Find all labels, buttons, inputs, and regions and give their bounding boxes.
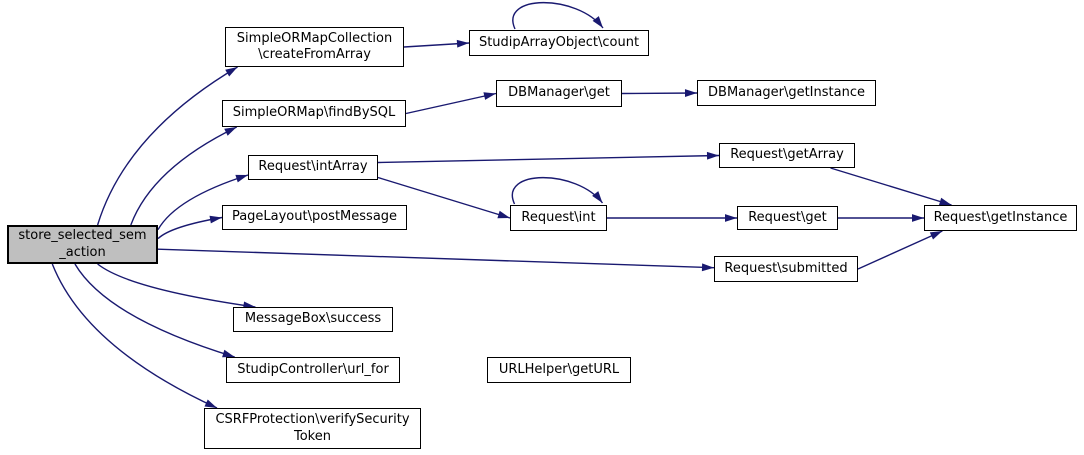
edge-store-to-postMessage	[157, 215, 223, 240]
node-label: MessageBox\success	[244, 311, 382, 327]
node-label: _action	[59, 244, 106, 260]
edge-store-to-findBySQL	[130, 126, 238, 226]
edge-submitted-to-getInstance	[857, 230, 943, 270]
edge-store-to-urlfor	[74, 263, 235, 358]
node-dbgetInstance[interactable]: DBManager\getInstance	[697, 80, 876, 106]
node-count[interactable]: StudipArrayObject\count	[469, 30, 649, 56]
node-label: store_selected_sem	[18, 228, 147, 244]
edge-dbget-to-dbgetInstance	[621, 89, 698, 97]
edge-store-to-csrf	[51, 263, 218, 409]
node-label: StudipController\url_for	[237, 361, 389, 377]
edge-store-to-createFromArray	[96, 66, 238, 226]
node-label: DBManager\get	[508, 85, 610, 101]
edge-store-to-submitted	[157, 248, 715, 272]
edge-getArray-to-getInstance	[830, 167, 952, 206]
edge-findBySQL-to-dbget	[405, 92, 497, 115]
node-findBySQL[interactable]: SimpleORMap\findBySQL	[222, 100, 406, 127]
node-getURL[interactable]: URLHelper\getURL	[487, 357, 631, 383]
node-createFromArray[interactable]: SimpleORMapCollection\createFromArray	[225, 27, 404, 67]
node-label: Request\int	[521, 209, 596, 225]
node-label: Request\submitted	[724, 260, 848, 276]
node-label: CSRFProtection\verifySecurity	[215, 412, 410, 428]
node-label: SimpleORMap\findBySQL	[232, 105, 396, 121]
edge-intArray-to-getArray	[377, 151, 720, 164]
edge-store-to-success	[97, 263, 256, 310]
node-label: Request\getInstance	[933, 209, 1068, 225]
node-urlfor[interactable]: StudipController\url_for	[226, 357, 400, 383]
edge-group	[51, 2, 952, 409]
node-label: Request\get	[748, 209, 827, 225]
node-label: URLHelper\getURL	[498, 361, 620, 377]
node-postMessage[interactable]: PageLayout\postMessage	[222, 205, 407, 230]
node-label: Request\intArray	[258, 159, 368, 175]
node-label: SimpleORMapCollection	[236, 30, 393, 46]
edge-createFromArray-to-count	[403, 39, 470, 48]
node-success[interactable]: MessageBox\success	[233, 307, 393, 332]
node-label: PageLayout\postMessage	[231, 209, 398, 225]
edge-store-to-intArray	[157, 174, 249, 231]
edge-count-to-count	[512, 2, 604, 30]
node-intArray[interactable]: Request\intArray	[248, 155, 378, 180]
node-getArray[interactable]: Request\getArray	[719, 143, 855, 168]
node-label: Request\getArray	[730, 147, 844, 163]
node-label: \createFromArray	[258, 47, 371, 62]
node-int[interactable]: Request\int	[510, 205, 607, 231]
node-store: store_selected_sem_action	[7, 225, 158, 264]
node-getInstance[interactable]: Request\getInstance	[924, 205, 1077, 231]
node-dbget[interactable]: DBManager\get	[496, 80, 622, 107]
edge-intArray-to-int	[377, 176, 511, 219]
node-submitted[interactable]: Request\submitted	[714, 256, 858, 282]
node-label: DBManager\getInstance	[708, 84, 865, 100]
edge-int-to-int	[511, 177, 604, 205]
node-label: Token	[294, 428, 331, 444]
node-label: StudipArrayObject\count	[478, 34, 640, 50]
node-get[interactable]: Request\get	[737, 206, 838, 230]
